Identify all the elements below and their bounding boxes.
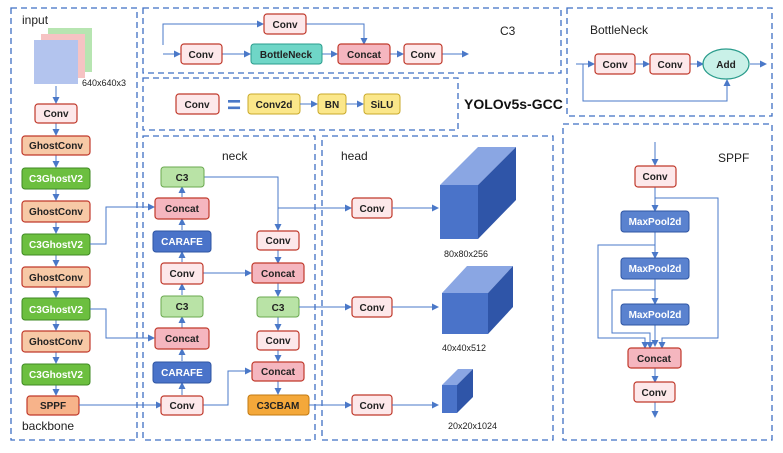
model-title: YOLOv5s-GCC [464,96,563,112]
head-conv3-label: Conv [360,401,385,412]
bottleneck-add-label: Add [716,60,735,71]
convdef-conv-label: Conv [185,100,210,111]
input-size-label: 640x640x3 [82,78,126,88]
c3-conv-in-label: Conv [189,50,214,61]
head-module: Conv Conv Conv 80x80x256 40x40x512 20x20… [351,147,516,431]
backbone-to-concat1-link [90,203,155,245]
neck-carafe1-label: CARAFE [161,237,203,248]
neck-label: neck [222,149,248,163]
backbone-c3ghostv2-1-label: C3GhostV2 [29,174,83,185]
c3-concat-label: Concat [347,50,382,61]
backbone-label: backbone [22,419,74,433]
head-cube-small-front [442,385,457,413]
backbone-c3ghostv2-4 [21,363,91,386]
sppf-module: Conv MaxPool2d MaxPool2d MaxPool2d Conca… [597,142,719,418]
head-cube-small-side [457,369,473,413]
sppf-frame [562,123,773,441]
c3-section-label: C3 [500,24,516,38]
conv-def-frame [142,77,459,131]
backbone-sppf-label: SPPF [40,401,66,412]
bottleneck-module: Conv Conv Add [576,48,767,102]
head-label: head [341,149,368,163]
neck-conv-l1-label: Conv [170,269,195,280]
head-cube-small-top [442,369,473,385]
c3-bottleneck-label: BottleNeck [260,50,313,61]
sppf-conv-out-label: Conv [642,388,667,399]
head-cube-mid-side [488,266,513,334]
neck-conv-l2-label: Conv [170,401,195,412]
input-blue-channel [34,40,78,84]
backbone-ghostconv-1-label: GhostConv [29,141,83,152]
backbone-column: Conv GhostConv C3GhostV2 GhostConv C3Gho… [21,103,91,416]
bottleneck-section-label: BottleNeck [590,23,649,37]
neck-concat2-label: Concat [165,334,200,345]
sppf-pool2-label: MaxPool2d [629,264,682,275]
bottleneck-add-node [702,48,750,80]
neck-concat-r1-label: Concat [261,269,296,280]
sppf-section-label: SPPF [718,151,749,165]
convdef-bn-label: BN [325,100,339,111]
convdef-conv2d-label: Conv2d [256,100,293,111]
input-label: input [22,13,49,27]
c3-module: Conv Conv BottleNeck Concat Conv [162,13,469,65]
c3-conv-out-label: Conv [411,50,436,61]
neck-carafe2-label: CARAFE [161,368,203,379]
backbone-c3ghostv2-3-label: C3GhostV2 [29,305,83,316]
backbone-frame [10,7,138,441]
head-cube-large-front [440,185,478,239]
neck-concat-r2-label: Concat [261,367,296,378]
neck-concat1-label: Concat [165,204,200,215]
head-out3-label: 20x20x1024 [448,421,497,431]
sppf-conv-in-label: Conv [643,172,668,183]
c3-frame [142,7,562,74]
head-cube-mid-top [442,266,513,293]
convdef-silu-label: SiLU [371,100,394,111]
backbone-ghostconv-1 [21,135,91,156]
conv-definition: Conv = Conv2d BN SiLU [175,92,401,119]
head-out1-label: 80x80x256 [444,249,488,259]
backbone-ghostconv-3-label: GhostConv [29,273,83,284]
neck-c3-mid-label: C3 [176,302,189,313]
backbone-conv-label: Conv [44,109,69,120]
neck-module: C3 Concat CARAFE Conv C3 Concat CARAFE C… [152,166,310,416]
c3-conv-top-label: Conv [273,20,298,31]
neck-conv-r1-label: Conv [266,236,291,247]
head-out2-label: 40x40x512 [442,343,486,353]
neck-c3-top-label: C3 [176,173,189,184]
bottleneck-conv1-label: Conv [603,60,628,71]
head-frame [321,135,554,441]
sppf-pool1-label: MaxPool2d [629,217,682,228]
head-cube-mid-front [442,293,488,334]
head-cube-large-top [440,147,516,185]
backbone-to-concat2-link [90,308,155,342]
backbone-ghostconv-3 [21,266,91,288]
bottleneck-frame [566,7,773,117]
backbone-c3ghostv2-4-label: C3GhostV2 [29,370,83,381]
backbone-ghostconv-4 [21,330,91,353]
neck-frame [142,135,316,441]
bottleneck-conv2-label: Conv [658,60,683,71]
backbone-c3ghostv2-1 [21,167,91,190]
head-conv1-label: Conv [360,204,385,215]
neck-conv-r2-label: Conv [266,336,291,347]
backbone-c3ghostv2-2-label: C3GhostV2 [29,240,83,251]
backbone-ghostconv-2-label: GhostConv [29,207,83,218]
sppf-concat-label: Concat [637,354,672,365]
neck-c3cbam-label: C3CBAM [257,401,300,412]
neck-c3-r-label: C3 [272,303,285,314]
head-cube-large-side [478,147,516,239]
convdef-equals: = [227,92,241,119]
backbone-ghostconv-4-label: GhostConv [29,337,83,348]
backbone-conv [34,103,78,124]
sppf-pool3-label: MaxPool2d [629,310,682,321]
head-conv2-label: Conv [360,303,385,314]
backbone-ghostconv-2 [21,200,91,223]
